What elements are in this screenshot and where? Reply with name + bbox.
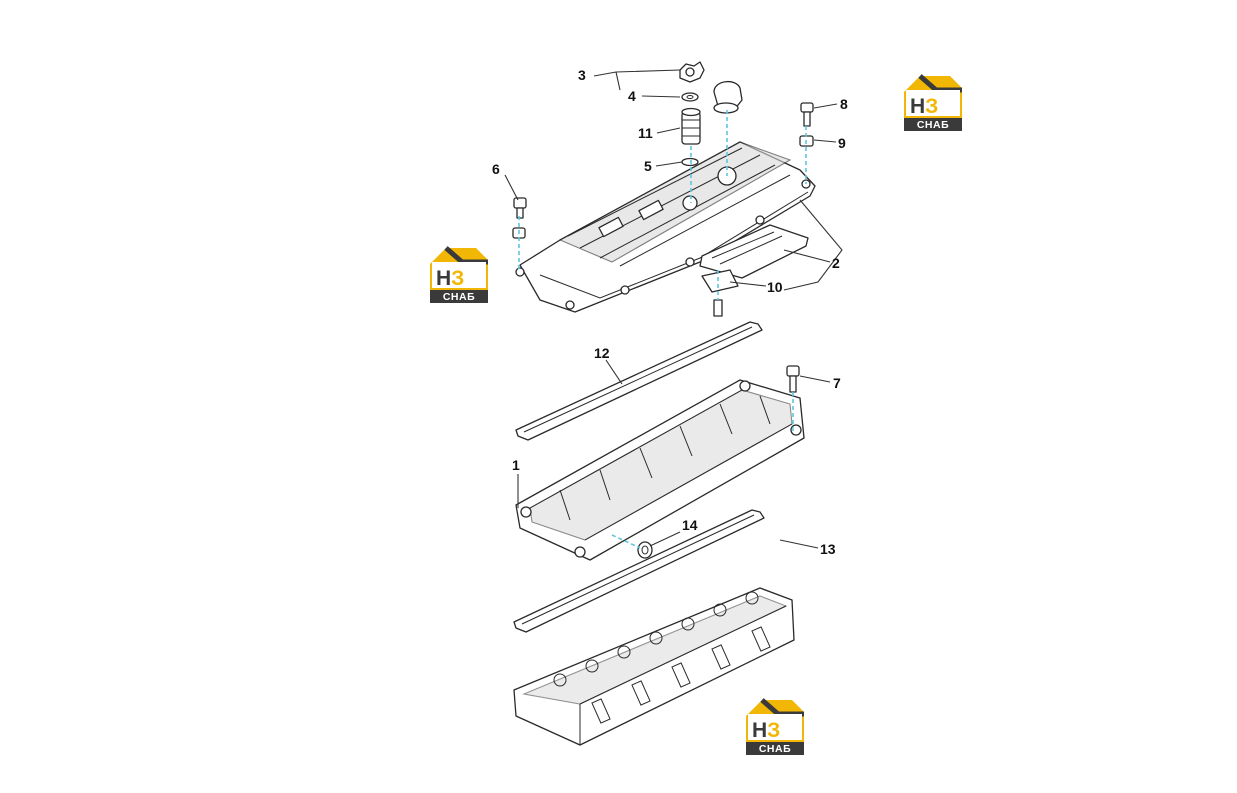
- leader-lines: [504, 69, 843, 549]
- callout-10: 10: [767, 279, 783, 295]
- part-11-breather: [681, 107, 701, 145]
- callout-7: 7: [833, 375, 841, 391]
- part-7-bolt: [786, 365, 800, 393]
- callout-8: 8: [840, 96, 848, 112]
- logo-text: СНАБ: [759, 743, 791, 755]
- callout-11: 11: [638, 125, 653, 141]
- callout-1: 1: [512, 457, 520, 473]
- callout-4: 4: [628, 88, 636, 104]
- callout-5: 5: [644, 158, 652, 174]
- svg-text:НЗ: НЗ: [752, 719, 780, 742]
- part-14-plug: [637, 541, 653, 559]
- valve-cover: [515, 141, 816, 313]
- part-5-oring: [681, 157, 699, 167]
- part-3-cap: [679, 61, 705, 83]
- callout-9: 9: [838, 135, 846, 151]
- callout-3: 3: [578, 67, 586, 83]
- plate-bolt: [713, 299, 723, 317]
- brand-logo: НЗ СНАБ: [430, 246, 488, 303]
- svg-text:НЗ: НЗ: [910, 95, 938, 118]
- part-13-gasket: [513, 509, 765, 633]
- callout-6: 6: [492, 161, 500, 177]
- callout-14: 14: [682, 517, 698, 533]
- callout-2: 2: [832, 255, 840, 271]
- assembly-guides: [518, 110, 807, 549]
- callout-13: 13: [820, 541, 836, 557]
- svg-text:НЗ: НЗ: [436, 267, 464, 290]
- part-1-housing: [515, 379, 805, 561]
- part-12-gasket: [515, 321, 763, 441]
- part-4-washer: [681, 92, 699, 102]
- part-8-bolt: [800, 102, 814, 127]
- baffle-plate: [699, 224, 809, 279]
- cylinder-head: [513, 587, 795, 746]
- logo-text: СНАБ: [917, 119, 949, 131]
- logo-text: СНАБ: [443, 291, 475, 303]
- bracket: [701, 269, 739, 293]
- callout-12: 12: [594, 345, 610, 361]
- brand-logo: НЗ СНАБ: [746, 698, 804, 755]
- brand-logo: НЗ СНАБ: [904, 74, 962, 131]
- filler-cap: [713, 81, 743, 114]
